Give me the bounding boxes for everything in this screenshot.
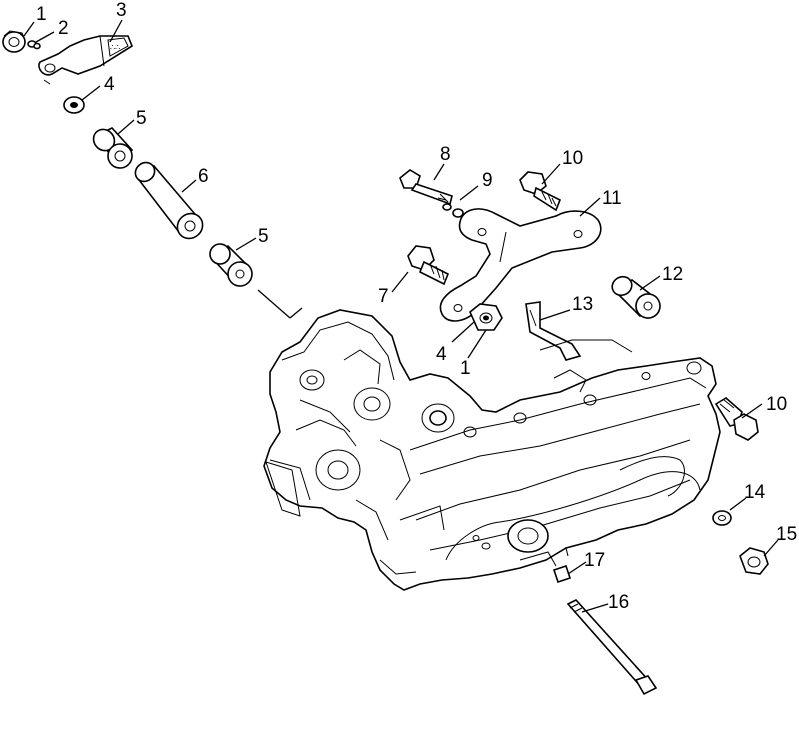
part-14-washer[interactable] xyxy=(712,510,732,526)
callout-7: 7 xyxy=(378,286,389,307)
part-3-bracket[interactable]: ∴∴ xyxy=(38,35,133,85)
part-15-nut[interactable] xyxy=(739,547,769,575)
callout-1-lower: 1 xyxy=(460,358,471,379)
part-13-clip[interactable] xyxy=(525,301,582,361)
callout-labels: 1 2 3 4 5 6 5 8 9 10 11 7 12 13 4 1 10 1… xyxy=(36,0,797,613)
callout-2: 2 xyxy=(58,18,69,39)
callout-4-lower: 4 xyxy=(436,344,447,365)
part-17-bushing[interactable] xyxy=(552,547,572,584)
callout-15: 15 xyxy=(776,524,797,545)
callout-5-lower: 5 xyxy=(258,226,269,247)
part-11-mount-plate[interactable] xyxy=(439,208,602,322)
callout-16: 16 xyxy=(608,592,629,613)
part-4-washer[interactable] xyxy=(63,96,85,114)
callout-1-top: 1 xyxy=(36,4,47,25)
part-5-spacer-lower[interactable] xyxy=(206,240,257,291)
callout-12: 12 xyxy=(662,264,683,285)
leader-lines xyxy=(23,19,779,613)
callout-6: 6 xyxy=(198,166,209,187)
part-8-bolt[interactable] xyxy=(399,169,453,206)
part-9-washer[interactable] xyxy=(442,203,464,218)
svg-text:∴∴: ∴∴ xyxy=(110,43,120,52)
callout-10-upper: 10 xyxy=(562,148,583,169)
part-7-bolt[interactable] xyxy=(407,245,450,286)
part-12-spacer[interactable] xyxy=(609,273,665,322)
part-1-nut[interactable] xyxy=(2,30,26,53)
callout-8: 8 xyxy=(440,144,451,165)
callout-5-upper: 5 xyxy=(136,108,147,129)
engine-assembly xyxy=(263,309,721,591)
part-16-through-bolt[interactable] xyxy=(566,599,658,696)
callout-10-right: 10 xyxy=(766,394,787,415)
callout-9: 9 xyxy=(482,170,493,191)
callout-14: 14 xyxy=(744,482,766,503)
part-5-spacer-upper[interactable] xyxy=(89,125,137,173)
part-10-bolt-right[interactable] xyxy=(714,397,759,441)
part-4-nut-lower[interactable] xyxy=(469,303,503,331)
callout-4-top: 4 xyxy=(104,74,115,95)
callout-3: 3 xyxy=(116,0,127,21)
callout-17: 17 xyxy=(584,550,605,571)
part-10-bolt-upper[interactable] xyxy=(519,171,562,212)
part-2-washer[interactable] xyxy=(27,40,41,50)
part-6-sleeve[interactable] xyxy=(132,159,208,244)
callout-13: 13 xyxy=(572,294,593,315)
callout-11: 11 xyxy=(602,188,622,209)
